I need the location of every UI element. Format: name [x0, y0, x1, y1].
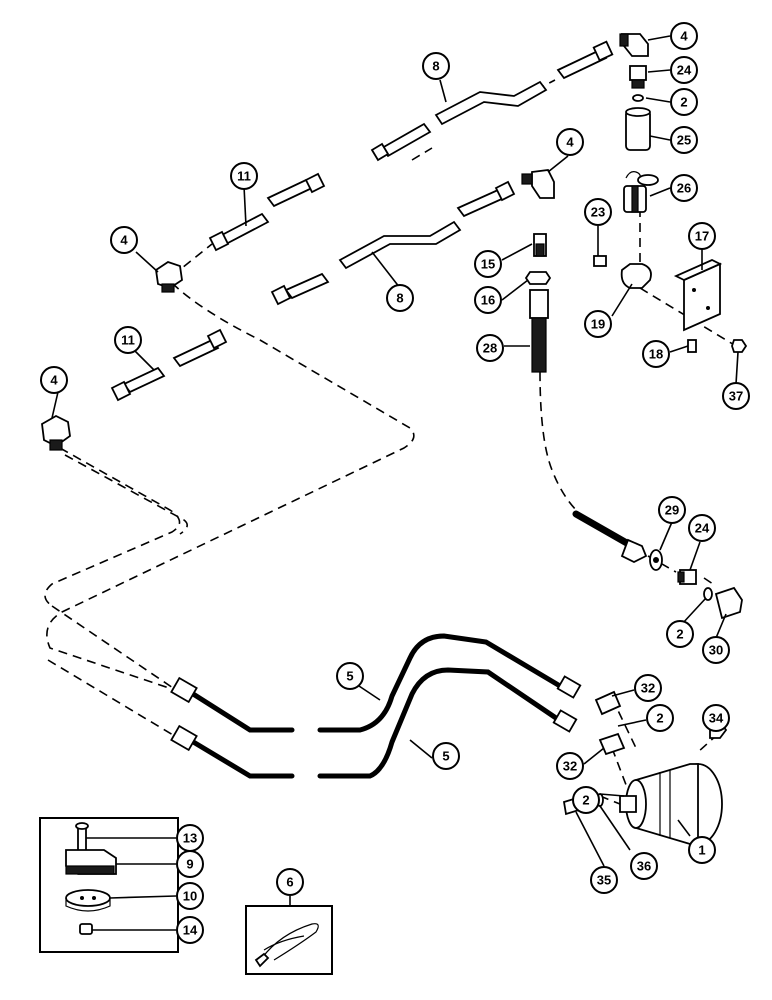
- svg-text:26: 26: [677, 181, 691, 196]
- svg-text:24: 24: [695, 521, 710, 536]
- svg-text:8: 8: [432, 59, 439, 74]
- callout-29: 29: [658, 496, 686, 524]
- elbow-4-lower-left: [41, 414, 71, 451]
- callout-17: 17: [688, 222, 716, 250]
- svg-text:35: 35: [597, 873, 611, 888]
- svg-text:29: 29: [665, 503, 679, 518]
- callout-8: 8: [386, 284, 414, 312]
- svg-text:11: 11: [121, 333, 135, 348]
- svg-text:36: 36: [637, 859, 651, 874]
- routing-lines: [44, 79, 737, 805]
- svg-text:11: 11: [237, 169, 251, 184]
- svg-text:19: 19: [591, 317, 605, 332]
- svg-text:30: 30: [709, 643, 723, 658]
- callout-2: 2: [670, 88, 698, 116]
- adapter-stack: [623, 65, 659, 213]
- callout-36: 36: [630, 852, 658, 880]
- callout-4: 4: [670, 22, 698, 50]
- callout-9: 9: [176, 850, 204, 878]
- svg-text:18: 18: [649, 347, 663, 362]
- svg-text:34: 34: [709, 711, 724, 726]
- hose-28-assembly: [524, 233, 552, 373]
- svg-text:2: 2: [582, 793, 589, 808]
- leader-lines: [51, 35, 739, 931]
- svg-text:25: 25: [677, 133, 691, 148]
- svg-text:32: 32: [641, 681, 655, 696]
- callout-14: 14: [176, 916, 204, 944]
- callout-30: 30: [702, 636, 730, 664]
- svg-text:5: 5: [346, 669, 353, 684]
- svg-text:1: 1: [698, 843, 705, 858]
- svg-text:16: 16: [481, 293, 495, 308]
- callout-5: 5: [336, 662, 364, 690]
- callout-4: 4: [556, 128, 584, 156]
- svg-text:2: 2: [676, 627, 683, 642]
- svg-text:2: 2: [656, 711, 663, 726]
- svg-text:13: 13: [183, 831, 197, 846]
- svg-text:6: 6: [286, 875, 293, 890]
- callout-6: 6: [276, 868, 304, 896]
- callout-34: 34: [702, 704, 730, 732]
- svg-text:17: 17: [695, 229, 709, 244]
- elbow-4-top: [619, 33, 649, 57]
- svg-text:9: 9: [186, 857, 193, 872]
- svg-text:4: 4: [680, 29, 688, 44]
- svg-text:8: 8: [396, 291, 403, 306]
- callout-18: 18: [642, 340, 670, 368]
- svg-text:37: 37: [729, 389, 743, 404]
- callout-8: 8: [422, 52, 450, 80]
- elbow-fittings: [41, 33, 649, 451]
- callout-24: 24: [670, 56, 698, 84]
- hose-end-fittings: [572, 510, 743, 620]
- svg-text:4: 4: [566, 135, 574, 150]
- callout-4: 4: [40, 366, 68, 394]
- callouts: 4 24 2 25 8 4 26 11 23 17 4 15 8 16 19 1…: [40, 22, 750, 944]
- callout-28: 28: [476, 334, 504, 362]
- callout-35: 35: [590, 866, 618, 894]
- svg-text:2: 2: [680, 95, 687, 110]
- callout-1: 1: [688, 836, 716, 864]
- callout-16: 16: [474, 286, 502, 314]
- callout-2: 2: [646, 704, 674, 732]
- elbow-4-mid-left: [155, 261, 183, 293]
- svg-text:15: 15: [481, 257, 495, 272]
- callout-11: 11: [114, 326, 142, 354]
- steel-tubes: [110, 40, 614, 402]
- svg-text:4: 4: [50, 373, 58, 388]
- svg-text:28: 28: [483, 341, 497, 356]
- callout-32: 32: [556, 752, 584, 780]
- callout-4: 4: [110, 226, 138, 254]
- svg-text:5: 5: [442, 749, 449, 764]
- callout-23: 23: [584, 198, 612, 226]
- callout-15: 15: [474, 250, 502, 278]
- callout-24: 24: [688, 514, 716, 542]
- svg-text:24: 24: [677, 63, 692, 78]
- tool-box: [245, 905, 333, 975]
- callout-5: 5: [432, 742, 460, 770]
- callout-32: 32: [634, 674, 662, 702]
- svg-text:10: 10: [183, 889, 197, 904]
- svg-text:32: 32: [563, 759, 577, 774]
- svg-text:4: 4: [120, 233, 128, 248]
- callout-2: 2: [572, 786, 600, 814]
- elbow-4-mid-right: [521, 169, 555, 199]
- callout-25: 25: [670, 126, 698, 154]
- svg-text:23: 23: [591, 205, 605, 220]
- callout-37: 37: [722, 382, 750, 410]
- callout-11: 11: [230, 162, 258, 190]
- callout-26: 26: [670, 174, 698, 202]
- callout-10: 10: [176, 882, 204, 910]
- hydraulic-hoses-5: [170, 633, 582, 779]
- callout-13: 13: [176, 824, 204, 852]
- callout-2: 2: [666, 620, 694, 648]
- hydraulic-motor: [562, 690, 728, 845]
- callout-19: 19: [584, 310, 612, 338]
- mounting-bracket: [593, 255, 748, 353]
- svg-text:14: 14: [183, 923, 198, 938]
